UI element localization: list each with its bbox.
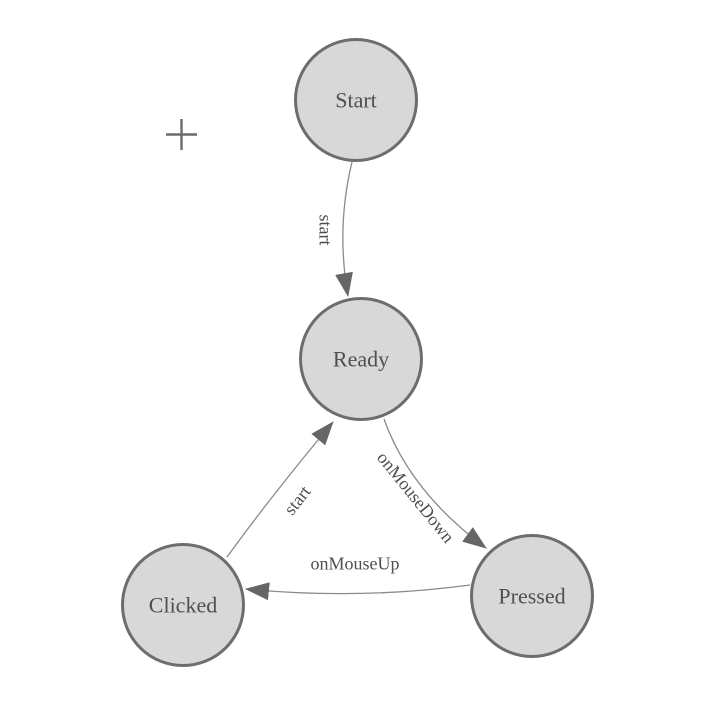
node-pressed-circle[interactable] xyxy=(470,534,594,658)
node-ready-circle[interactable] xyxy=(299,297,423,421)
edge-ready-to-pressed[interactable]: onMouseDown xyxy=(373,418,487,549)
node-clicked[interactable]: Clicked xyxy=(121,543,245,667)
plus-icon xyxy=(166,119,197,150)
node-pressed[interactable]: Pressed xyxy=(470,534,594,658)
node-ready[interactable]: Ready xyxy=(299,297,423,421)
edge-clicked-to-ready[interactable]: start xyxy=(226,421,334,558)
node-ready-label: Ready xyxy=(333,347,389,372)
edge-label-onmouseup: onMouseUp xyxy=(311,553,400,573)
edge-start-to-ready[interactable]: start xyxy=(316,161,353,297)
edge-label-start-1: start xyxy=(316,215,336,246)
node-start[interactable]: Start xyxy=(294,38,418,162)
edge-path-ready-to-pressed[interactable] xyxy=(383,418,487,549)
node-start-circle[interactable] xyxy=(294,38,418,162)
edge-pressed-to-clicked[interactable]: onMouseUp xyxy=(245,553,471,601)
edge-path-clicked-to-ready[interactable] xyxy=(226,421,334,558)
edge-label-start-2: start xyxy=(280,482,315,519)
edge-path-pressed-to-clicked[interactable] xyxy=(245,582,471,601)
node-pressed-label: Pressed xyxy=(498,584,565,609)
node-start-label: Start xyxy=(335,88,377,113)
node-clicked-circle[interactable] xyxy=(121,543,245,667)
edge-path-start-to-ready[interactable] xyxy=(335,161,353,297)
edge-label-onmousedown: onMouseDown xyxy=(373,448,458,547)
node-clicked-label: Clicked xyxy=(149,593,217,618)
